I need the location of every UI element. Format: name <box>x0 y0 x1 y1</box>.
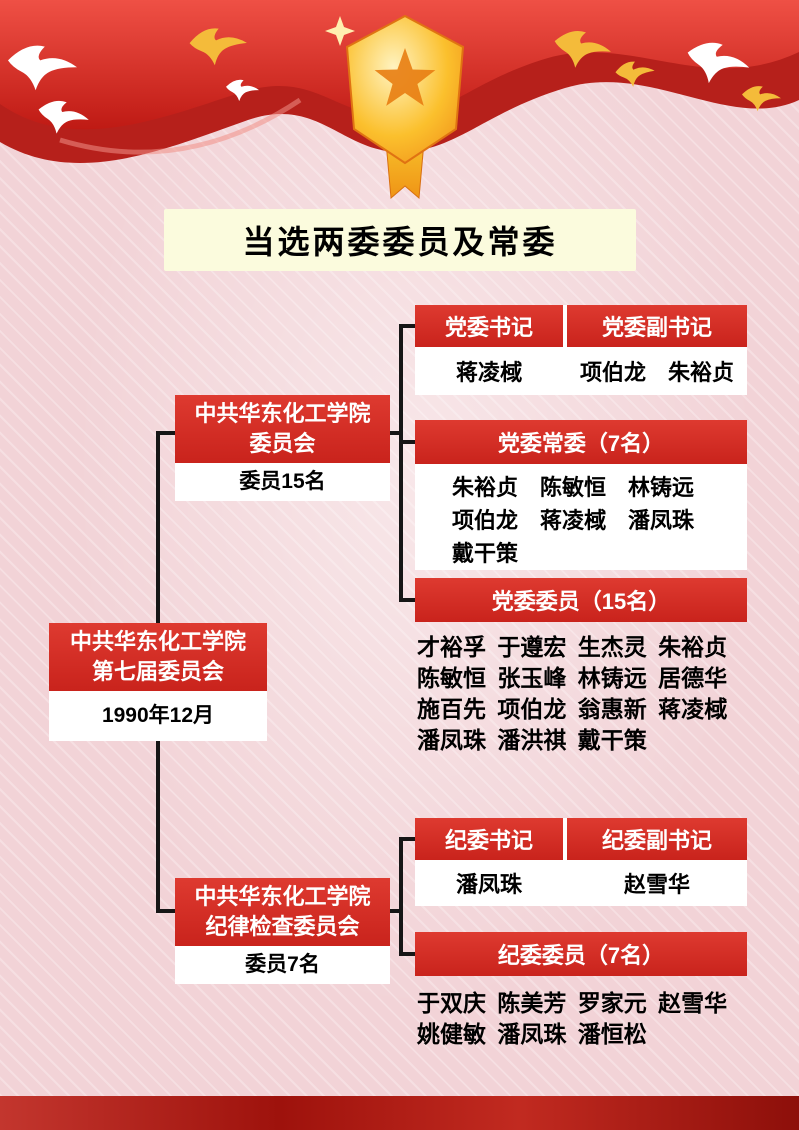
party-secretary-name: 蒋凌棫 <box>455 360 522 385</box>
root-committee-line1: 中共华东化工学院 <box>69 629 246 655</box>
party-committee-line2: 委员会 <box>249 431 316 456</box>
party-members-header: 党委委员（15名） <box>415 578 747 622</box>
connector-party-vertical <box>399 324 403 602</box>
footer-bar <box>0 1096 799 1130</box>
connector-to-party-leaders <box>403 324 415 328</box>
banner-art <box>0 0 799 215</box>
connector-to-party-members <box>403 598 415 602</box>
party-members-list: 才裕孚 于遵宏 生杰灵 朱裕贞 陈敏恒 张玉峰 林铸远 居德华 施百先 项伯龙 … <box>417 632 767 756</box>
connector-root-to-party-stub <box>156 431 177 435</box>
connector-to-party-standing <box>403 440 415 444</box>
party-committee-count-box: 委员15名 <box>175 463 390 501</box>
page-title: 当选两委委员及常委 <box>164 209 636 271</box>
party-committee-count: 委员15名 <box>239 469 326 493</box>
party-emblem-icon <box>325 14 465 200</box>
discipline-secretary-name: 潘凤珠 <box>455 872 522 897</box>
names-row: 于双庆 陈美芳 罗家元 赵雪华 <box>417 990 728 1016</box>
connector-to-discipline-leaders <box>403 837 415 841</box>
names-row: 项伯龙 蒋凌棫 潘凤珠 <box>452 508 695 533</box>
connector-party-node-stub <box>388 431 401 435</box>
connector-to-discipline-members <box>403 952 415 956</box>
root-committee-date-box: 1990年12月 <box>49 691 267 741</box>
discipline-deputy-names: 赵雪华 <box>623 872 690 897</box>
root-committee-node: 中共华东化工学院 第七届委员会 <box>49 623 267 691</box>
names-row: 朱裕贞 陈敏恒 林铸远 <box>452 475 695 500</box>
names-row: 戴干策 <box>452 541 519 566</box>
names-row: 施百先 项伯龙 翁惠新 蒋凌棫 <box>417 696 728 722</box>
discipline-members-list: 于双庆 陈美芳 罗家元 赵雪华 姚健敏 潘凤珠 潘恒松 <box>417 988 767 1050</box>
discipline-committee-count-box: 委员7名 <box>175 946 390 984</box>
discipline-committee-node: 中共华东化工学院 纪律检查委员会 <box>175 878 390 946</box>
names-row: 姚健敏 潘凤珠 潘恒松 <box>417 1021 647 1047</box>
connector-discipline-vertical <box>399 837 403 956</box>
names-row: 潘凤珠 潘洪祺 戴干策 <box>417 727 647 753</box>
party-committee-line1: 中共华东化工学院 <box>194 401 371 427</box>
connector-root-to-discipline-stub <box>156 909 177 913</box>
party-leaders-header: 党委书记 党委副书记 <box>415 305 747 347</box>
discipline-leaders-values: 潘凤珠 赵雪华 <box>415 860 747 906</box>
discipline-committee-line2: 纪律检查委员会 <box>205 914 360 939</box>
party-committee-node: 中共华东化工学院 委员会 <box>175 395 390 463</box>
discipline-members-header: 纪委委员（7名） <box>415 932 747 976</box>
party-deputy-header: 党委副书记 <box>567 305 747 347</box>
discipline-deputy-header: 纪委副书记 <box>567 818 747 860</box>
connector-discipline-node-stub <box>388 909 401 913</box>
party-secretary-header: 党委书记 <box>415 305 563 347</box>
banner-svg <box>0 0 799 200</box>
party-leaders-values: 蒋凌棫 项伯龙 朱裕贞 <box>415 347 747 395</box>
party-deputy-names: 项伯龙 朱裕贞 <box>579 360 734 385</box>
discipline-secretary-header: 纪委书记 <box>415 818 563 860</box>
root-committee-line2: 第七届委员会 <box>91 659 224 684</box>
party-standing-list: 朱裕贞 陈敏恒 林铸远 项伯龙 蒋凌棫 潘凤珠 戴干策 <box>415 464 747 570</box>
root-committee-date: 1990年12月 <box>101 703 215 727</box>
discipline-committee-count: 委员7名 <box>245 952 320 976</box>
names-row: 陈敏恒 张玉峰 林铸远 居德华 <box>417 665 728 691</box>
discipline-committee-line1: 中共华东化工学院 <box>194 884 371 910</box>
discipline-leaders-header: 纪委书记 纪委副书记 <box>415 818 747 860</box>
flag-highlight <box>59 97 302 155</box>
party-standing-header: 党委常委（7名） <box>415 420 747 464</box>
names-row: 才裕孚 于遵宏 生杰灵 朱裕贞 <box>417 634 728 660</box>
